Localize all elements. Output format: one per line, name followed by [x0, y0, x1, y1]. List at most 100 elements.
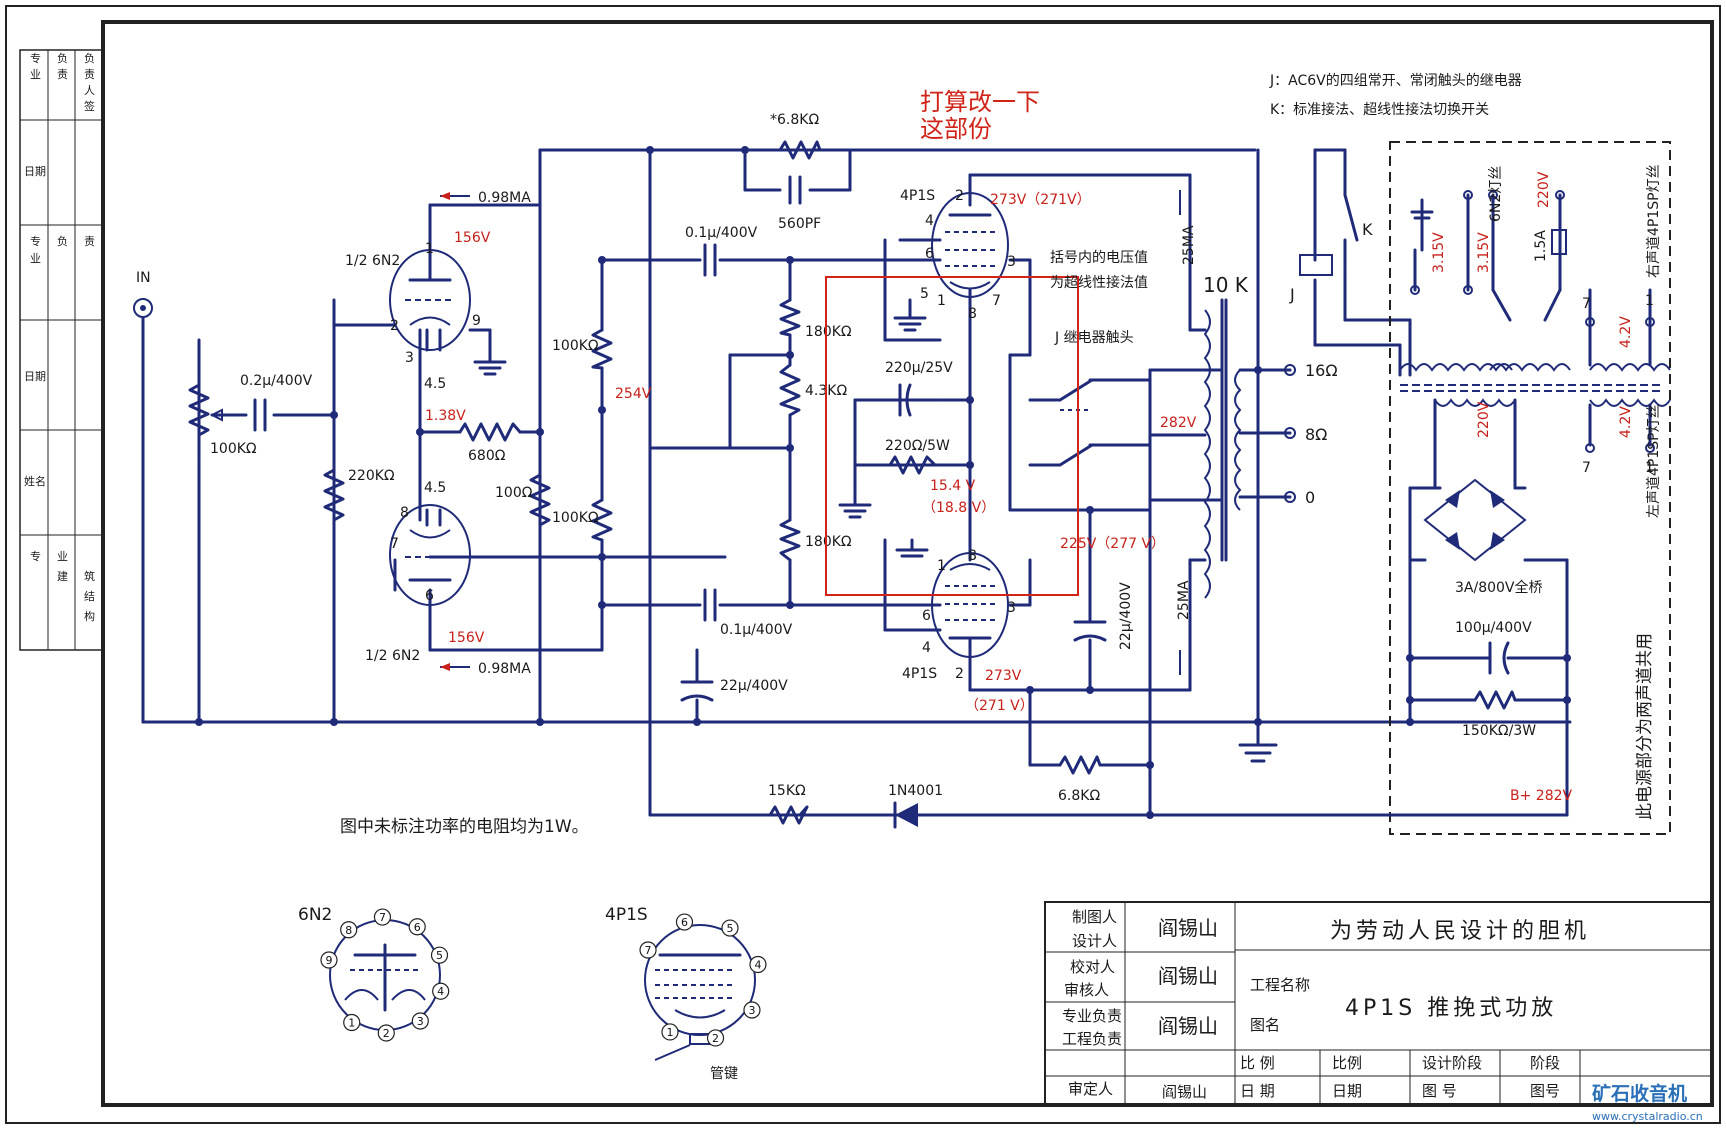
svg-text:220μ/25V: 220μ/25V [885, 360, 953, 376]
svg-text:6N2灯丝: 6N2灯丝 [1488, 166, 1504, 222]
pin-circle [721, 919, 739, 937]
input-cap: 0.2μ/400V [240, 373, 313, 432]
svg-text:校对人: 校对人 [1070, 958, 1115, 976]
svg-text:专业负责: 专业负责 [1062, 1007, 1122, 1025]
svg-text:www.crystalradio.cn: www.crystalradio.cn [1592, 1110, 1703, 1123]
svg-text:（271 V）: （271 V） [965, 698, 1034, 714]
current-label-lower: 0.98MA [440, 661, 531, 677]
svg-text:220KΩ: 220KΩ [348, 468, 395, 484]
svg-text:680Ω: 680Ω [468, 448, 506, 464]
svg-text:180KΩ: 180KΩ [805, 534, 852, 550]
svg-text:比 例: 比 例 [1240, 1054, 1275, 1072]
svg-text:3A/800V全桥: 3A/800V全桥 [1455, 579, 1543, 596]
svg-text:8: 8 [968, 306, 977, 322]
svg-text:J 继电器触头: J 继电器触头 [1054, 330, 1134, 346]
tube-6n2-upper: 1 2 3 4.5 9 1/2 6N2 156V [345, 230, 491, 392]
svg-text:0.98MA: 0.98MA [478, 190, 531, 206]
svg-text:220V: 220V [1476, 401, 1492, 438]
pin-circle [377, 1024, 395, 1042]
strip-c3-0: 专 [30, 234, 41, 248]
pin-number: 7 [645, 944, 652, 957]
svg-text:图号: 图号 [1530, 1082, 1560, 1100]
volume-pot: 100KΩ [188, 338, 257, 462]
svg-text:3: 3 [1007, 600, 1016, 616]
svg-text:4.5: 4.5 [424, 376, 446, 392]
svg-text:9: 9 [472, 313, 481, 329]
svg-text:16Ω: 16Ω [1305, 361, 1338, 380]
svg-text:22μ/400V: 22μ/400V [1118, 582, 1134, 650]
plan-note-line2: 这部份 [920, 115, 992, 143]
plate-resistor-lower: 100KΩ [552, 498, 613, 542]
svg-text:管键: 管键 [710, 1066, 738, 1082]
svg-text:254V: 254V [615, 386, 652, 402]
wiring [141, 148, 1572, 817]
svg-text:左声道4P1SP灯丝: 左声道4P1SP灯丝 [1646, 404, 1662, 518]
relay-coil-j: J [1289, 254, 1333, 304]
svg-text:100KΩ: 100KΩ [552, 510, 599, 526]
svg-text:0.98MA: 0.98MA [478, 661, 531, 677]
pin-circle [343, 1013, 361, 1032]
grid-resistor-220k: 220KΩ [323, 468, 395, 522]
svg-text:0.1μ/400V: 0.1μ/400V [720, 622, 793, 638]
pin-circle [432, 982, 450, 1000]
bracket-note-line1: 括号内的电压值 [1050, 250, 1148, 266]
strip-c2-0: 负 [84, 51, 95, 65]
svg-text:15.4 V: 15.4 V [930, 478, 976, 494]
outer-frame [5, 5, 1721, 1124]
chassis-ground [1238, 743, 1278, 763]
svg-text:0.2μ/400V: 0.2μ/400V [240, 373, 313, 389]
svg-text:J: J [1289, 285, 1295, 304]
svg-text:比例: 比例 [1332, 1054, 1362, 1072]
svg-text:设计人: 设计人 [1072, 932, 1117, 950]
svg-text:7: 7 [1582, 460, 1591, 476]
pin-circle [408, 918, 426, 936]
svg-text:4P1S: 4P1S [900, 188, 935, 204]
svg-text:4.2V: 4.2V [1618, 316, 1634, 348]
strip-c2-3: 签 [84, 99, 95, 113]
svg-text:日期: 日期 [1332, 1082, 1362, 1100]
svg-text:阎锡山: 阎锡山 [1162, 1083, 1207, 1101]
svg-text:7: 7 [390, 536, 399, 552]
ground-symbol-upper [893, 298, 927, 332]
svg-text:225V（277 V）: 225V（277 V） [1060, 536, 1165, 552]
pin-circle [706, 1029, 725, 1047]
resistor-15k: 15KΩ [768, 783, 809, 825]
resistor-100: 100Ω [495, 473, 551, 527]
svg-text:156V: 156V [448, 630, 485, 646]
svg-text:矿石收音机: 矿石收音机 [1592, 1082, 1687, 1105]
modification-box [825, 276, 1079, 596]
svg-text:3: 3 [1007, 254, 1016, 270]
svg-text:日 期: 日 期 [1240, 1082, 1275, 1100]
svg-text:图 号: 图 号 [1422, 1082, 1457, 1100]
psu: 3.15V 3.15V 6N2灯丝 220V 1.5A 右声道4P1SP灯丝 4… [1148, 164, 1671, 820]
resistor-680: 680Ω 1.38V [425, 408, 522, 464]
speaker-taps: 16Ω 8Ω 0 [1284, 361, 1338, 507]
output-transformer: 10 K 282V 25MA 25MA [1160, 190, 1249, 675]
pin-number: 3 [417, 1015, 424, 1028]
strip-name: 姓名 [24, 474, 46, 488]
pin-number: 1 [348, 1017, 355, 1030]
plan-note-line1: 打算改一下 [920, 88, 1040, 116]
pin-number: 1 [667, 1026, 674, 1039]
strip-c3-2: 负 [57, 234, 68, 248]
svg-text:6N2: 6N2 [298, 905, 332, 925]
svg-text:3.15V: 3.15V [1431, 232, 1447, 273]
svg-text:图名: 图名 [1250, 1016, 1280, 1034]
switch-note: K：标准接法、超线性接法切换开关 [1270, 101, 1489, 118]
svg-text:8: 8 [968, 548, 977, 564]
pin-number: 2 [712, 1032, 719, 1045]
pin-number: 4 [754, 958, 761, 971]
relay-note: J：AC6V的四组常开、常闭触头的继电器 [1269, 73, 1522, 89]
strip-c2-2: 人 [84, 84, 95, 97]
inner-frame [101, 20, 1714, 1107]
pin-number: 6 [414, 921, 421, 934]
strip-date1: 日期 [24, 165, 46, 178]
svg-text:25MA: 25MA [1181, 225, 1197, 265]
coupling-cap-lower: 0.1μ/400V [703, 588, 793, 638]
svg-text:2: 2 [955, 666, 964, 682]
decoupling-cap-22u: 22μ/400V [680, 678, 788, 702]
svg-text:*6.8KΩ: *6.8KΩ [770, 112, 819, 128]
svg-text:100KΩ: 100KΩ [552, 338, 599, 354]
watermark: 矿石收音机 www.crystalradio.cn [1592, 1082, 1703, 1123]
